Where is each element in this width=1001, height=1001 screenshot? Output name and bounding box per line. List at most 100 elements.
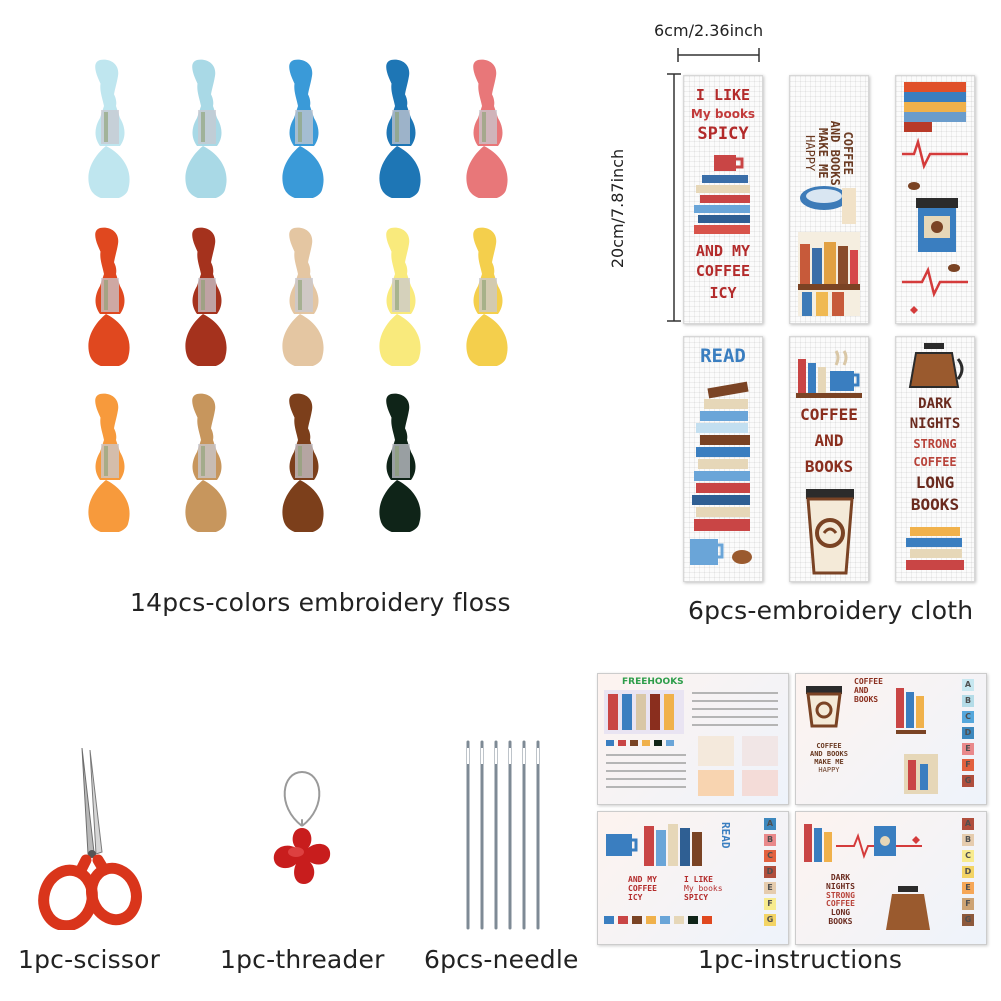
legend-letter: F	[962, 898, 974, 910]
sheet-4-coffee-pot-icon	[886, 886, 930, 930]
legend-letter: D	[764, 866, 776, 878]
bookmark-1-line-6: ICY	[709, 284, 737, 302]
height-dimension-line	[667, 73, 681, 322]
bookmark-1-line-3: SPICY	[697, 124, 749, 144]
sheet-2-text-4: COFFEE	[816, 742, 842, 750]
floss-skein	[379, 227, 421, 366]
takeaway-coffee-cup-icon	[806, 489, 854, 575]
bookmark-cloth-3	[895, 75, 975, 324]
floss-skein	[88, 227, 130, 366]
sheet-3-text-7: SPICY	[684, 892, 709, 902]
bookmark-1-line-4: AND MY	[695, 242, 751, 260]
sheet-4-text-1: DARK	[830, 873, 851, 882]
bookmark-6-line-1: DARK	[918, 396, 952, 412]
sheet-4-text-6: BOOKS	[828, 916, 853, 926]
bookmark-5-line-2: AND	[814, 431, 844, 450]
legend-letter: A	[962, 679, 974, 691]
bookmark-cloth-2: COFFEE AND BOOKS MAKE ME HAPPY	[789, 75, 869, 324]
legend-letter: B	[764, 834, 776, 846]
instruction-sheet-2: COFFEE AND BOOKS COFFEE AND BOOKS MAKE M…	[795, 673, 987, 805]
book-stack-coffee-icon	[694, 155, 750, 234]
bookmark-5-line-1: COFFEE	[800, 405, 858, 424]
caption-needle: 6pcs-needle	[424, 945, 579, 974]
legend-letter: D	[962, 727, 974, 739]
legend-letter: G	[764, 914, 776, 926]
bookmark-6-line-2: NIGHTS	[909, 416, 961, 432]
legend-letter: C	[962, 711, 974, 723]
sheet-2-text-3: BOOKS	[854, 694, 879, 704]
floss-skein	[185, 393, 227, 532]
floss-skein	[379, 393, 421, 532]
floss-skein	[466, 59, 508, 198]
sheet-2-title-block: COFFEE AND BOOKS	[854, 677, 883, 704]
sheet-3-text-5: I LIKE	[684, 875, 713, 884]
sheet-3-right-text: I LIKE My books SPICY	[684, 875, 723, 902]
legend-letter: D	[962, 866, 974, 878]
bookmark-6-line-6: BOOKS	[910, 495, 960, 514]
coffee-cup-heartbeat-icon	[902, 82, 968, 314]
floss-skein	[88, 59, 130, 198]
instruction-sheet-4: DARK NIGHTS STRONG COFFEE LONG BOOKS	[795, 811, 987, 945]
legend-letter: G	[962, 914, 974, 926]
bookmark-6-line-3: STRONG	[913, 437, 957, 451]
sheet-4-text-5: LONG	[830, 908, 851, 918]
books-coffee-shelf-icon	[796, 350, 862, 398]
sheet-4-heartbeat-icon	[804, 824, 922, 862]
sheet-2-quote-block: COFFEE AND BOOKS MAKE ME HAPPY	[810, 742, 848, 774]
legend-letter: G	[962, 775, 974, 787]
sheet-1-content	[604, 690, 778, 796]
legend-letter: E	[962, 882, 974, 894]
sheet-3-text-2: AND MY	[628, 875, 657, 884]
floss-skein	[185, 59, 227, 198]
bookmark-4-line-1: READ	[700, 345, 746, 367]
legend-letter: C	[764, 850, 776, 862]
sheet-2-text-2: AND	[854, 685, 869, 695]
sheet-2-swatch-legend	[896, 688, 938, 794]
floss-skein	[379, 59, 421, 198]
sheet-3-read-label: READ	[719, 822, 732, 849]
sheet-2-text-7: HAPPY	[818, 766, 840, 775]
sheet-3-text-6: My books	[684, 883, 723, 893]
book-pile-icon	[906, 527, 964, 570]
sheet-2-text-5: AND BOOKS	[810, 750, 848, 759]
sheet-4-quote-block: DARK NIGHTS STRONG COFFEE LONG BOOKS	[826, 873, 855, 927]
caption-threader: 1pc-threader	[220, 945, 385, 974]
bookmark-5-line-3: BOOKS	[804, 457, 854, 476]
width-label: 6cm/2.36inch	[654, 21, 764, 40]
bookmark-1-line-5: COFFEE	[695, 262, 751, 280]
height-label: 20cm/7.87inch	[608, 148, 628, 269]
sheet-4-text-3: STRONG	[826, 890, 855, 900]
bookmark-cloth-6: DARK NIGHTS STRONG COFFEE LONG BOOKS	[895, 336, 975, 582]
floss-skein	[282, 393, 324, 532]
sheet-2-coffee-cup-icon	[806, 686, 842, 728]
caption-cloth: 6pcs-embroidery cloth	[688, 596, 974, 625]
legend-letter: E	[962, 743, 974, 755]
coffee-pot-icon	[908, 343, 964, 388]
caption-scissor: 1pc-scissor	[18, 945, 161, 974]
sheet-1-title: FREEHOOKS	[622, 677, 684, 687]
caption-floss: 14pcs-colors embroidery floss	[130, 588, 511, 617]
bookmark-6-line-4: COFFEE	[913, 455, 957, 469]
width-dimension-line	[677, 48, 760, 62]
bookmark-1-line-1: I LIKE	[695, 86, 751, 104]
instruction-sheet-1: FREEHOOKS	[597, 673, 789, 805]
legend-letter: E	[764, 882, 776, 894]
bookmark-cloth-4: READ	[683, 336, 763, 582]
floss-skein	[185, 227, 227, 366]
legend-letter: A	[764, 818, 776, 830]
sheet-4-text-2: NIGHTS	[826, 881, 855, 891]
sheet-2-text-1: COFFEE	[854, 677, 883, 686]
floss-skein	[282, 227, 324, 366]
sheet-3-text-4: ICY	[628, 892, 643, 902]
book-tower-icon	[690, 381, 752, 565]
sheet-4-text-4: COFFEE	[826, 899, 855, 909]
scissor-icon	[38, 747, 142, 930]
caption-instructions: 1pc-instructions	[698, 945, 903, 974]
legend-letter: F	[962, 759, 974, 771]
legend-letter: B	[962, 834, 974, 846]
sheet-2-text-6: MAKE ME	[814, 758, 844, 767]
bookmark-1-line-2: My books	[690, 107, 756, 121]
instruction-sheet-3: READ AND MY COFFEE ICY I LIKE My books S…	[597, 811, 789, 945]
